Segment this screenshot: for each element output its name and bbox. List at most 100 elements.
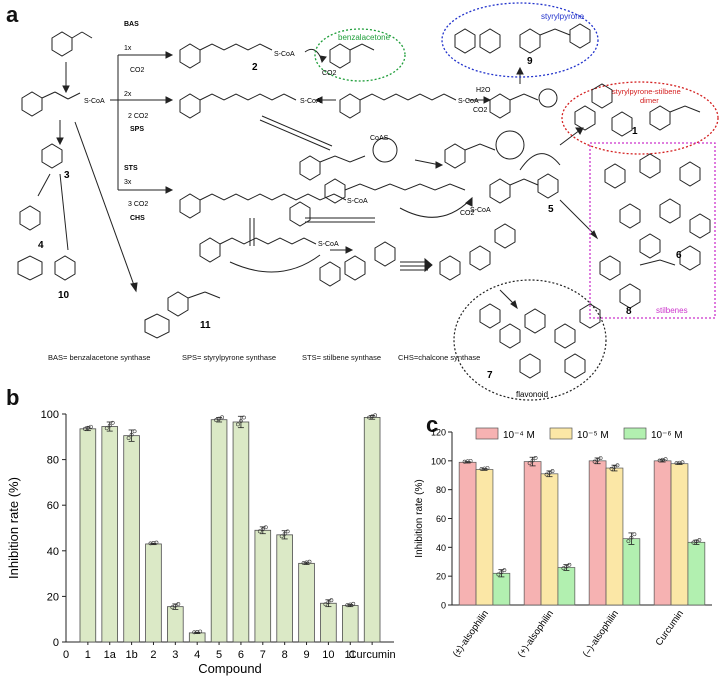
h2o-label: H2O (476, 87, 491, 94)
stilbenes-label: stilbenes (656, 306, 688, 315)
co2-bas-label: CO2 (322, 70, 337, 77)
data-point (104, 426, 109, 431)
data-point (691, 540, 696, 545)
data-point (263, 525, 268, 530)
bar (458, 461, 477, 606)
scoa-bas-label: S-CoA (274, 51, 295, 58)
compound-5-label: 5 (548, 204, 554, 215)
bar (475, 469, 494, 606)
bar (588, 460, 607, 606)
data-point (592, 459, 597, 464)
bar (123, 435, 140, 643)
data-point (285, 529, 290, 534)
data-point (132, 429, 137, 434)
y-tick-label: 100 (431, 456, 446, 466)
data-point (609, 466, 614, 471)
data-point (530, 458, 535, 463)
data-point (598, 456, 603, 461)
x3-label: 3x (124, 179, 132, 186)
data-point (527, 461, 532, 466)
data-point (547, 470, 552, 475)
scoa-sts2-label: S-CoA (470, 207, 491, 214)
y-tick-label: 0 (441, 601, 446, 611)
data-point (154, 540, 159, 545)
bar (101, 426, 119, 643)
data-point (279, 534, 284, 539)
x-tick-label: 0 (63, 649, 69, 661)
data-point (544, 472, 549, 477)
panel-c-letter: c (426, 412, 439, 437)
y-axis-label: Inhibition rate (%) (6, 477, 21, 579)
bar (363, 417, 381, 643)
panel-a-letter: a (6, 2, 19, 27)
styrylpyrone-label: styrylpyrone (541, 12, 585, 21)
x-tick-label: 8 (282, 649, 288, 661)
data-point (326, 600, 331, 605)
inhibition-chart-c: 020406080100120(±)-alsophilin(+)-alsophi… (414, 427, 712, 659)
bar (557, 567, 576, 606)
data-point (694, 539, 699, 544)
data-point (129, 432, 134, 437)
data-point (629, 535, 634, 540)
bar (622, 538, 641, 606)
y-tick-label: 20 (47, 591, 59, 603)
scoa-chs-label: S-CoA (318, 241, 339, 248)
compound-11-label: 11 (200, 320, 211, 331)
co2-1-label: CO2 (130, 67, 145, 74)
flavonoid-label: flavonoid (516, 390, 548, 399)
x-tick-label: 1a (104, 649, 117, 661)
bar (210, 419, 228, 643)
data-point (220, 415, 224, 420)
data-point (217, 416, 221, 421)
y-tick-label: 120 (431, 428, 446, 438)
sts-abbreviation: STS= stilbene synthase (302, 353, 382, 362)
data-point (126, 436, 131, 440)
bar (145, 543, 162, 643)
data-point (663, 457, 668, 462)
x-tick-label: 9 (303, 649, 309, 661)
data-point (468, 458, 473, 463)
compound-8-label: 8 (626, 306, 632, 317)
co2-sts-label: CO2 (460, 210, 475, 217)
x2-label: 2x (124, 91, 132, 98)
data-point (561, 566, 566, 571)
data-point (567, 562, 572, 567)
bar (79, 428, 97, 643)
x-tick-label: 11 (345, 649, 356, 661)
chs-label: CHS (130, 215, 145, 222)
data-point (329, 598, 334, 603)
data-point (499, 570, 504, 575)
data-point (496, 572, 501, 577)
bar (687, 541, 706, 606)
compound-7-label: 7 (487, 370, 493, 381)
bar (523, 461, 542, 606)
y-tick-label: 0 (53, 637, 59, 649)
legend-label: 10⁻⁴ M (503, 430, 535, 441)
bar (540, 473, 559, 606)
data-point (697, 538, 702, 542)
data-point (198, 629, 203, 634)
biosynthesis-scheme: BAS 1x CO2 2x 2 CO2 SPS STS 3x 3 CO2 CHS… (17, 2, 719, 401)
bar (320, 602, 337, 643)
co2-2-label: 2 CO2 (128, 113, 148, 120)
x-tick-label: Curcumin (349, 649, 396, 661)
legend-swatch (623, 427, 647, 440)
x-tick-label: Curcumin (654, 608, 686, 648)
x-tick-label: (±)-alsophilin (451, 608, 491, 659)
data-point (257, 529, 262, 534)
bar (341, 605, 359, 643)
x1-label: 1x (124, 45, 132, 52)
bas-abbreviation: BAS= benzalacetone synthase (48, 353, 151, 362)
data-point (170, 605, 175, 610)
bar (298, 562, 315, 643)
scoa-sts-label: S-CoA (347, 198, 368, 205)
data-point (260, 527, 265, 532)
x-tick-label: (–)-alsophilin (581, 608, 621, 659)
compound-10-label: 10 (58, 290, 70, 301)
x-tick-label: 1b (125, 649, 137, 661)
bar (188, 632, 206, 643)
data-point (236, 422, 240, 427)
compound-6-label: 6 (676, 250, 682, 261)
